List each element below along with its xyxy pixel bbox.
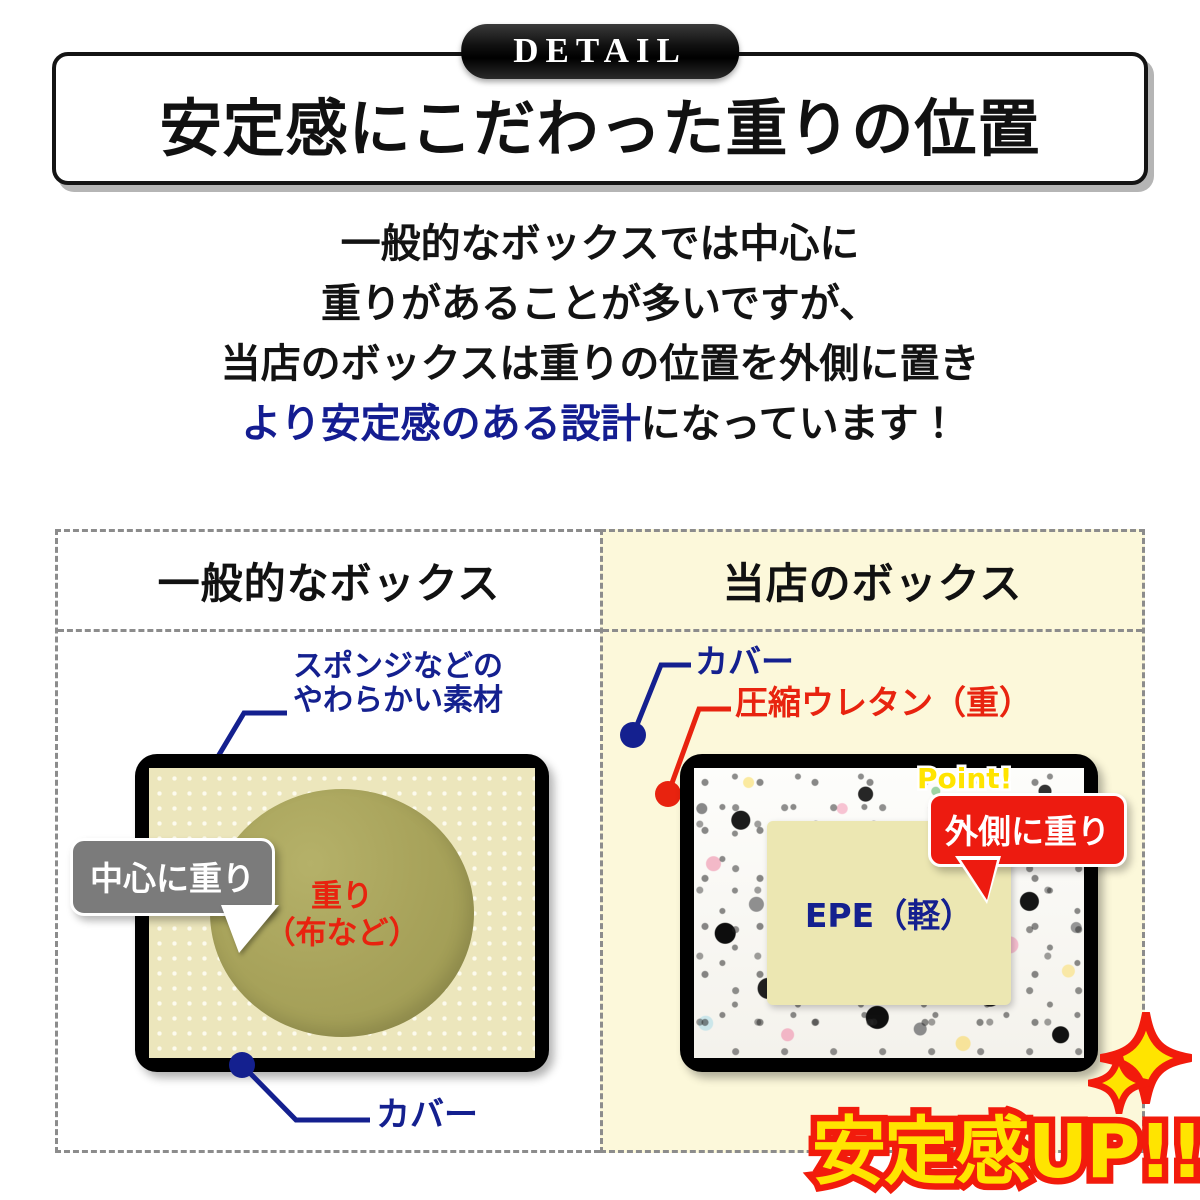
header: DETAIL 安定感にこだわった重りの位置 <box>0 0 1200 200</box>
column-our-heading-label: 当店のボックス <box>722 559 1023 608</box>
annotation-cover-right: カバー <box>695 642 794 681</box>
column-our-heading: 当店のボックス <box>603 532 1142 632</box>
lead-highlight: より安定感のある設計 <box>241 401 641 447</box>
weight-label-line2: （布など） <box>264 915 420 951</box>
weight-label-line1: 重り <box>311 878 373 915</box>
lead-line-3: 当店のボックスは重りの位置を外側に置き <box>220 341 980 387</box>
lead-line-2: 重りがあることが多いですが、 <box>321 281 879 327</box>
detail-badge: DETAIL <box>461 24 739 79</box>
lead-paragraph: 一般的なボックスでは中心に 重りがあることが多いですが、 当店のボックスは重りの… <box>0 214 1200 454</box>
column-generic-heading: 一般的なボックス <box>58 532 600 632</box>
point-tag: Point! <box>914 760 1014 798</box>
column-generic-heading-label: 一般的なボックス <box>157 559 501 608</box>
lead-line-4-rest: になっています！ <box>640 401 959 447</box>
column-generic-box: 一般的なボックス スポンジなどの やわらかい素材 重り （布など） 中心に重り <box>55 529 600 1153</box>
stability-up-banner: 安定感UP!! <box>806 1103 1200 1200</box>
weight-label: 重り （布など） <box>265 878 420 951</box>
annotation-compressed-urethane: 圧縮ウレタン（重） <box>735 683 1032 722</box>
sparkle-small-icon <box>1088 1052 1150 1114</box>
lead-line-1: 一般的なボックスでは中心に <box>340 221 860 267</box>
bubble-outer-weight: 外側に重り <box>928 793 1127 904</box>
page-title: 安定感にこだわった重りの位置 <box>159 92 1041 165</box>
bubble-center-weight-label: 中心に重り <box>90 859 255 898</box>
generic-box-graphic <box>135 754 549 1072</box>
bubble-center-weight: 中心に重り <box>70 838 279 953</box>
generic-box-interior <box>149 768 535 1058</box>
sparkle-large-icon <box>1100 1012 1192 1104</box>
annotation-soft-material: スポンジなどの やわらかい素材 <box>293 650 503 717</box>
bubble-tail <box>221 905 279 953</box>
annotation-cover-left: カバー <box>376 1095 478 1135</box>
lead-line-4: より安定感のある設計になっています！ <box>0 394 1200 454</box>
annotation-soft-material-line1: スポンジなどの <box>293 649 503 684</box>
bubble-outer-weight-label: 外側に重り <box>945 812 1110 851</box>
epe-core-label: EPE（軽） <box>804 896 974 935</box>
bubble-tail <box>955 856 1001 904</box>
annotation-soft-material-line2: やわらかい素材 <box>293 682 503 718</box>
